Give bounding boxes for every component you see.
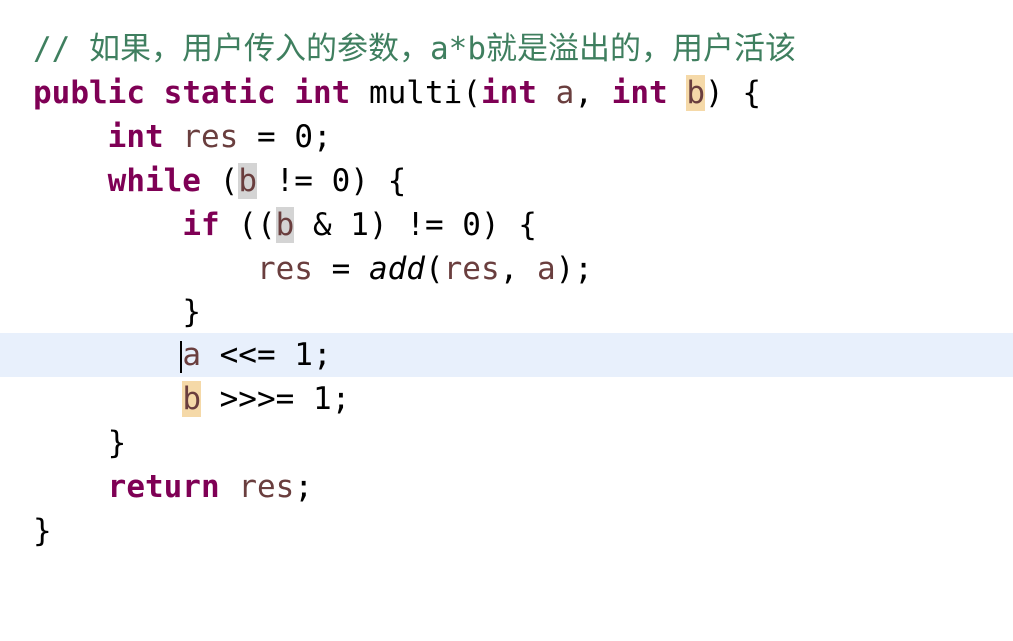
closing-brace: }: [33, 513, 52, 549]
code-line-shift-left-current[interactable]: a <<= 1;: [0, 333, 1013, 377]
keyword-int: int: [107, 119, 164, 155]
var-res: res: [182, 119, 239, 155]
statement-rest: != 0) {: [256, 163, 407, 199]
statement-rest: ;: [294, 469, 313, 505]
code-line-close-while[interactable]: }: [0, 421, 1013, 465]
statement-rest: & 1) != 0) {: [294, 207, 537, 243]
code-line-if[interactable]: if ((b & 1) != 0) {: [0, 203, 1013, 247]
code-line-comment[interactable]: // 如果，用户传入的参数，a*b就是溢出的，用户活该: [0, 27, 1013, 71]
method-name: multi: [368, 75, 463, 111]
comment-text: 如果，用户传入的参数，: [89, 31, 430, 67]
code-line-int-res[interactable]: int res = 0;: [0, 115, 1013, 159]
paren: ((: [219, 207, 276, 243]
keyword-int: int: [480, 75, 537, 111]
comment-slashes: //: [33, 31, 89, 67]
keyword-int: int: [294, 75, 351, 111]
code-line-while[interactable]: while (b != 0) {: [0, 159, 1013, 203]
var-res: res: [238, 469, 295, 505]
keyword-public: public: [33, 75, 145, 111]
var-b-write-occurrence: b: [182, 381, 201, 417]
var-res: res: [443, 251, 500, 287]
statement-rest: = 0;: [238, 119, 332, 155]
code-line-close-method[interactable]: }: [0, 509, 1013, 553]
closing-brace: }: [182, 294, 201, 330]
paren: );: [555, 251, 593, 287]
comment-expression: a*b: [430, 31, 486, 67]
code-line-shift-right[interactable]: b >>>= 1;: [0, 377, 1013, 421]
statement-rest: >>>= 1;: [200, 381, 351, 417]
code-line-return[interactable]: return res;: [0, 465, 1013, 509]
var-a: a: [536, 251, 556, 287]
var-res: res: [256, 251, 313, 287]
separator: ,: [574, 75, 612, 111]
code-line-add-call[interactable]: res = add(res, a);: [0, 247, 1013, 291]
keyword-int: int: [611, 75, 668, 111]
param-b-highlighted: b: [686, 75, 705, 111]
statement-rest: <<= 1;: [200, 337, 332, 373]
var-b-occurrence: b: [238, 163, 257, 199]
paren: (: [200, 163, 239, 199]
closing-brace: }: [107, 425, 127, 461]
separator: ,: [499, 251, 537, 287]
param-a: a: [555, 75, 575, 111]
method-call-add: add: [368, 251, 425, 287]
paren: (: [462, 75, 481, 111]
comment-tail: 就是溢出的，用户活该: [486, 31, 796, 67]
paren-brace: ) {: [705, 75, 761, 111]
paren: (: [424, 251, 444, 287]
keyword-while: while: [107, 163, 201, 199]
keyword-if: if: [182, 207, 220, 243]
assign-op: =: [312, 251, 369, 287]
text-cursor: [180, 340, 183, 373]
var-a: a: [182, 337, 201, 373]
var-b-occurrence: b: [275, 207, 295, 243]
code-line-method-signature[interactable]: public static int multi(int a, int b) {: [0, 71, 1013, 115]
code-editor[interactable]: // 如果，用户传入的参数，a*b就是溢出的，用户活该 public stati…: [0, 0, 1013, 568]
keyword-return: return: [107, 469, 220, 505]
keyword-static: static: [163, 75, 276, 111]
code-line-close-if[interactable]: }: [0, 290, 1013, 334]
